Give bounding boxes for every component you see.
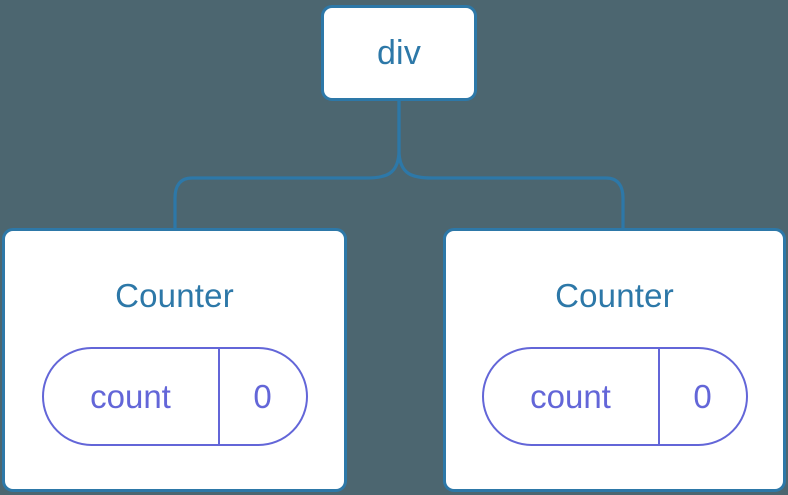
state-value-0: 0 [217, 349, 306, 444]
node-counter-1[interactable]: Counter count 0 [443, 228, 786, 492]
state-value-1: 0 [657, 349, 746, 444]
node-div-label: div [376, 34, 422, 72]
state-pill-1[interactable]: count 0 [481, 347, 748, 446]
node-counter-0-label: Counter [115, 277, 234, 314]
node-counter-0[interactable]: Counter count 0 [2, 228, 347, 492]
state-key-1: count [530, 378, 611, 415]
node-counter-1-label: Counter [555, 277, 674, 314]
state-pill-0[interactable]: count 0 [41, 347, 308, 446]
node-div[interactable]: div [321, 5, 477, 101]
edge-div-to-counter-1 [397, 99, 625, 230]
edge-div-to-counter-0 [173, 99, 401, 230]
state-key-0: count [90, 378, 171, 415]
